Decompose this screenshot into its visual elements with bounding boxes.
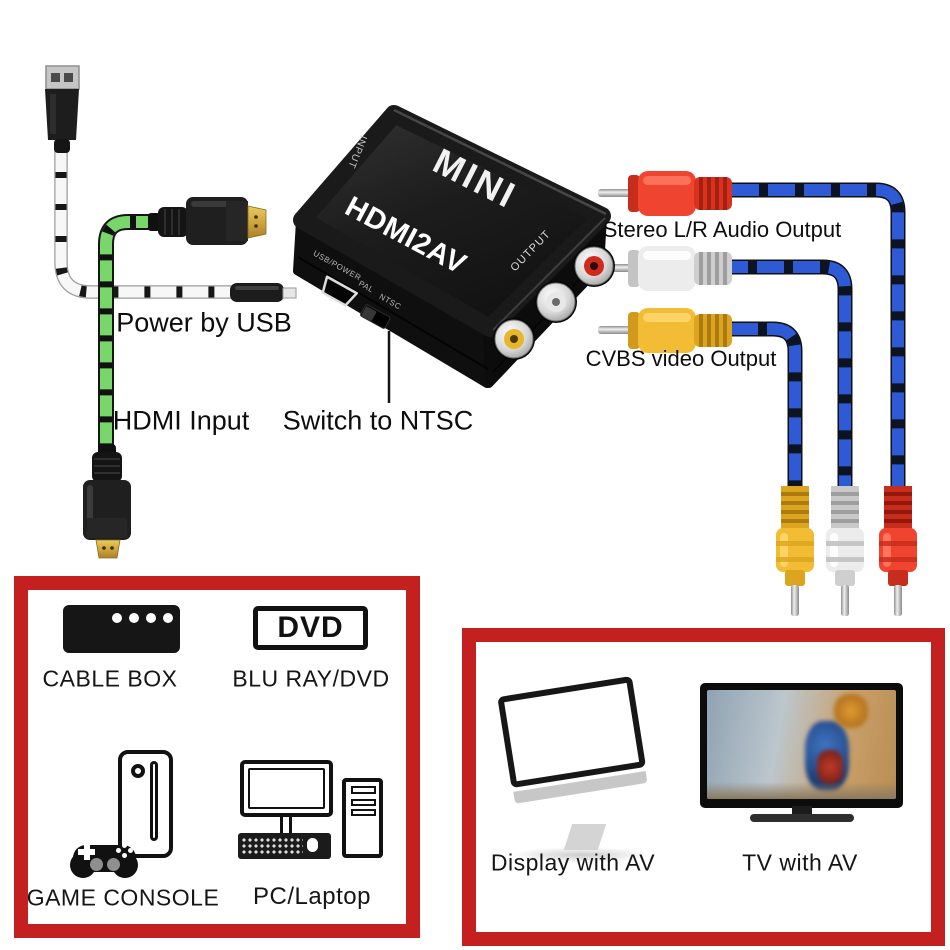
switch-to-ntsc-label: Switch to NTSC: [282, 405, 474, 436]
usb-power-plug-icon: [230, 283, 297, 302]
rca-jack-red-icon: [573, 245, 615, 287]
pc-monitor-neck: [280, 817, 292, 833]
dvd-logo-text: DVD: [277, 611, 344, 644]
rca-plug-white-down-icon: [826, 486, 864, 616]
display-with-av-label: Display with AV: [490, 849, 656, 876]
rca-jack-yellow-icon: [493, 318, 535, 360]
tv-screen: [707, 690, 896, 799]
tv-with-av-label: TV with AV: [742, 849, 858, 876]
console-tower: [118, 750, 173, 858]
pc-keyboard: [238, 833, 331, 859]
stereo-audio-output-label: Stereo L/R Audio Output: [602, 217, 842, 242]
mini-usb-port-icon: [321, 275, 358, 307]
av-cable-yellow: [732, 321, 803, 487]
rca-plug-red-icon: [598, 171, 732, 216]
converter-box: MINI HDMI2AV INPUT OUTPUT USB/POWER PAL …: [293, 105, 615, 403]
hdmi-cable: [98, 214, 160, 455]
dvd-logo-icon: DVD: [253, 606, 368, 650]
rca-plug-yellow-down-icon: [776, 486, 814, 616]
hdmi-plug-icon: [148, 197, 267, 245]
hdmi-plug-bottom-icon: [83, 444, 131, 559]
cable-box-lights: [112, 613, 173, 623]
bluray-dvd-label: BLU RAY/DVD: [232, 665, 390, 692]
av-cables: [728, 182, 906, 487]
cable-box-label: CABLE BOX: [42, 665, 178, 692]
pal-ntsc-switch-icon: [360, 304, 391, 329]
pc-monitor: [240, 760, 333, 817]
source-devices-panel: CABLE BOX DVD BLU RAY/DVD GAME CONSOLE: [14, 576, 420, 938]
usb-plug-icon: [45, 65, 80, 153]
rca-jack-white-icon: [535, 281, 577, 323]
av-cable-white: [728, 259, 853, 487]
usb-power-cable: [54, 148, 232, 299]
power-by-usb-label: Power by USB: [116, 307, 292, 338]
hdmi-input-label: HDMI Input: [112, 405, 250, 436]
output-displays-panel: Display with AV TV with AV: [462, 628, 945, 946]
av-cable-red: [728, 182, 906, 487]
pc-laptop-label: PC/Laptop: [253, 883, 371, 910]
cvbs-video-output-label: CVBS video Output: [585, 346, 777, 371]
pc-tower: [342, 778, 383, 858]
game-console-label: GAME CONSOLE: [26, 884, 220, 911]
rca-plug-red-down-icon: [879, 486, 917, 616]
cable-box-icon: [63, 605, 180, 653]
rca-plug-white-icon: [598, 246, 732, 291]
gamepad-icon: [70, 838, 138, 880]
rca-plug-yellow-icon: [598, 308, 732, 353]
